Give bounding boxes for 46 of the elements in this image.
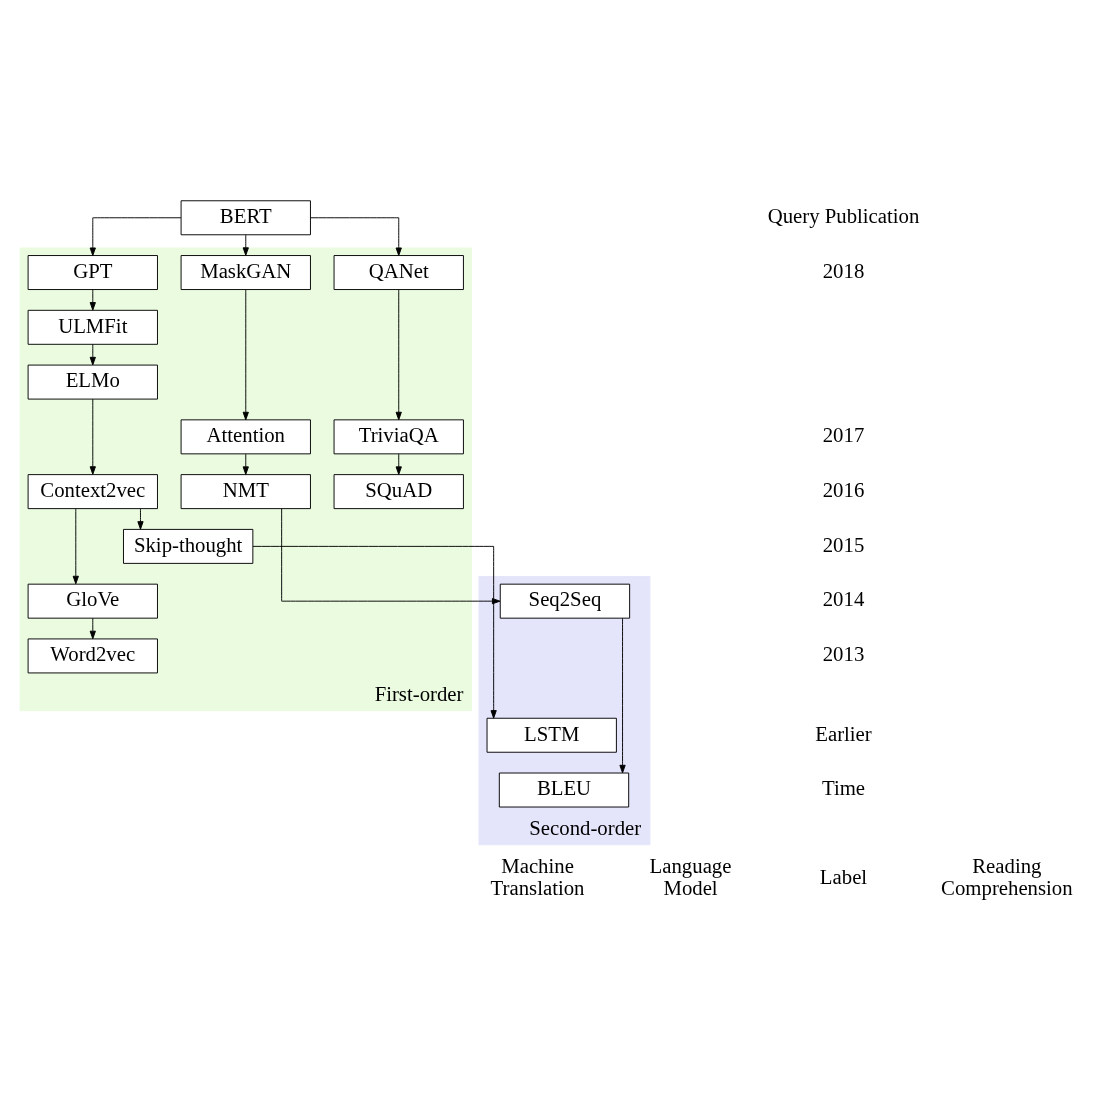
node-box: Seq2Seq [499, 583, 631, 619]
label: 2013 [822, 641, 865, 665]
label: 2016 [822, 477, 865, 501]
arrow [310, 216, 402, 256]
node-box: ELMo [27, 364, 158, 400]
node-box: QANet [333, 254, 464, 290]
label: 2018 [822, 258, 865, 282]
arrow [137, 507, 144, 530]
node-box: LSTM [486, 717, 617, 753]
label: Time [821, 775, 866, 799]
label: 2015 [822, 532, 865, 556]
label: Reading Comprehension [941, 853, 1073, 899]
label: Earlier [815, 721, 872, 745]
arrow [89, 216, 182, 256]
arrow [72, 507, 79, 584]
node-box: SQuAD [333, 473, 464, 509]
node-box: Context2vec [27, 473, 158, 509]
node-box: BLEU [498, 772, 630, 807]
arrow [89, 617, 96, 639]
node-box: NMT [180, 473, 311, 509]
label: Language Model [649, 853, 732, 899]
label: Label [819, 864, 868, 888]
arrow [281, 507, 501, 604]
arrow [89, 343, 96, 365]
arrow [242, 452, 249, 475]
node-box: Skip-thought [123, 528, 254, 564]
node-box: MaskGAN [180, 254, 311, 290]
node-box: BERT [180, 199, 311, 235]
arrow [619, 617, 626, 773]
label: Machine Translation [490, 853, 585, 899]
arrow [89, 398, 96, 475]
arrow [395, 452, 402, 475]
arrow [252, 545, 497, 719]
arrow [395, 288, 402, 420]
label: 2017 [822, 422, 865, 446]
node-box: GloVe [27, 583, 158, 619]
arrow [242, 288, 249, 420]
arrow [242, 233, 249, 256]
node-box: GPT [27, 254, 158, 290]
label: Query Publication [767, 203, 920, 227]
node-box: TriviaQA [333, 418, 464, 454]
node-box: Word2vec [27, 637, 158, 673]
node-box: ULMFit [27, 309, 158, 345]
label: 2014 [822, 586, 865, 610]
arrow [89, 288, 96, 311]
node-box: Attention [180, 418, 311, 454]
